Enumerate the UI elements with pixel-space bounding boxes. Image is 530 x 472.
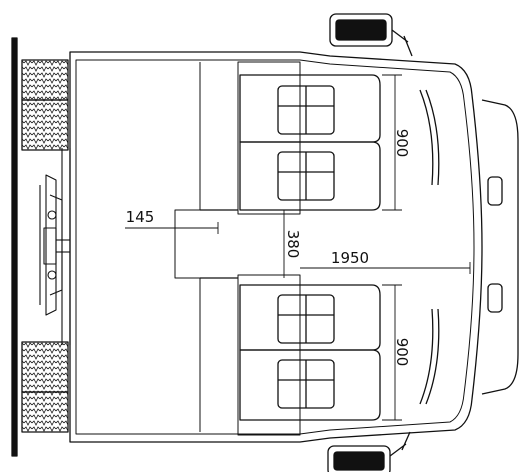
vehicle-body-inner	[75, 59, 475, 435]
seat-bottom-front	[239, 349, 381, 421]
seat-track-bottom	[237, 274, 301, 436]
headlight-bottom	[487, 283, 503, 313]
dim-aisle-width: 380	[284, 230, 302, 259]
dim-interior-width: 1950	[331, 249, 369, 267]
dashboard-bottom	[419, 308, 434, 405]
rear-axle	[39, 148, 71, 345]
mirror-bottom	[327, 431, 411, 472]
dashboard-bottom-inner	[425, 308, 440, 405]
seat-track-top	[237, 61, 301, 215]
seat-top-rear	[239, 74, 381, 143]
rear-frame-post	[11, 37, 18, 457]
dim-bottom-seat-width: 900	[393, 338, 411, 367]
rear-wheel-bottom	[21, 341, 69, 433]
dashboard-top	[419, 89, 434, 186]
front-nose	[481, 99, 519, 395]
seat-top-front	[239, 141, 381, 211]
dim-top-seat-width: 900	[393, 129, 411, 158]
seat-platform	[174, 62, 201, 432]
dimension-lines	[125, 74, 471, 421]
dashboard-top-inner	[425, 89, 440, 186]
dim-aisle-offset: 145	[126, 208, 155, 226]
headlight-top	[487, 176, 503, 206]
seat-bottom-rear	[239, 284, 381, 351]
rear-wheel-top	[21, 59, 69, 151]
mirror-top	[329, 13, 413, 57]
vehicle-body-outline	[69, 51, 483, 443]
